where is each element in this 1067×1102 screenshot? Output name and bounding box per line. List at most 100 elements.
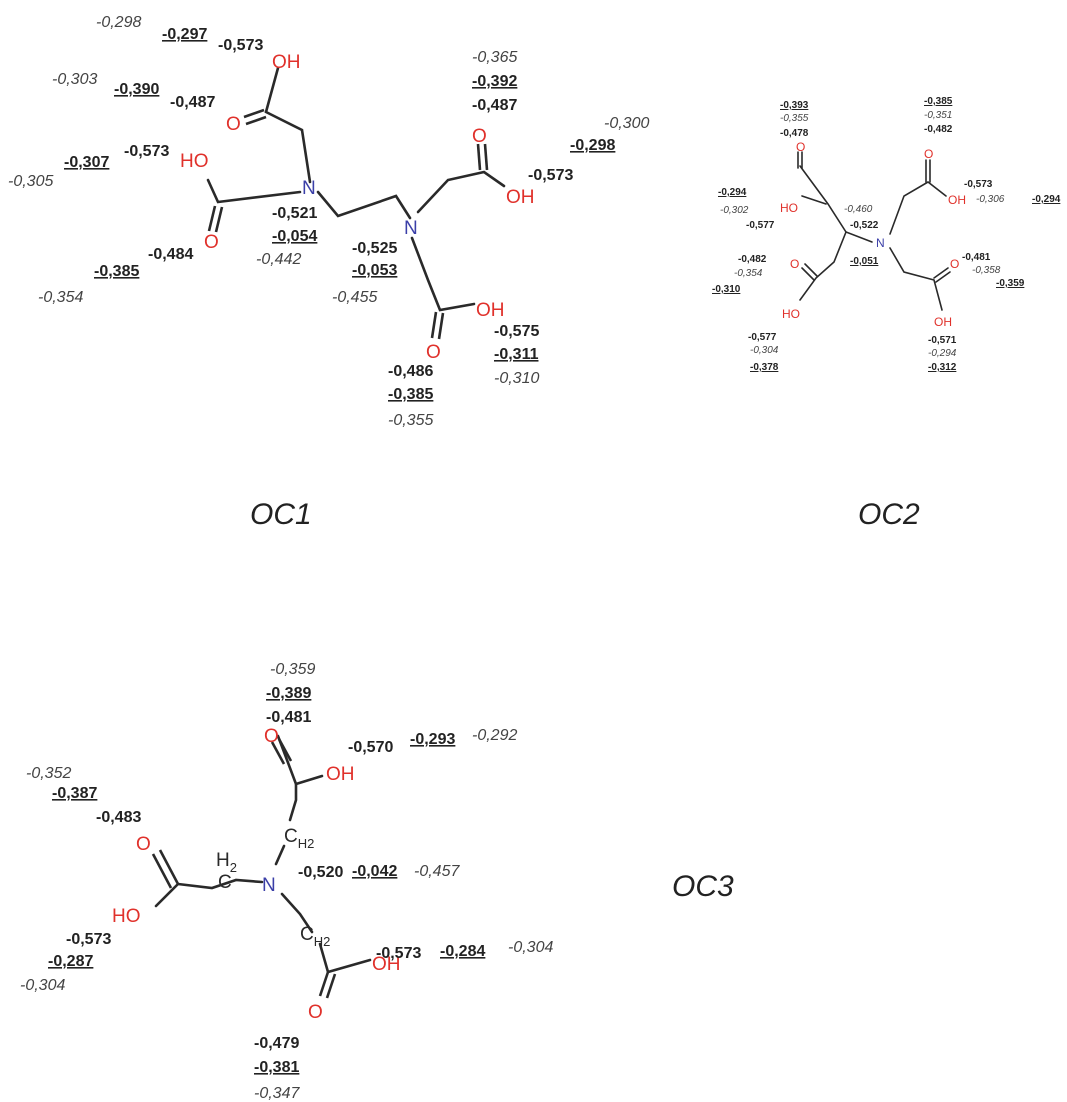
oc2-charge: -0,577 xyxy=(746,220,775,231)
oc1-charge: -0,525 xyxy=(352,240,397,257)
caption-oc3: OC3 xyxy=(672,870,734,903)
oc3-charge: -0,479 xyxy=(254,1035,299,1052)
oc1-charge: -0,573 xyxy=(528,167,573,184)
oc1-charge: -0,305 xyxy=(8,173,53,190)
oc1-oh-bottom: OH xyxy=(476,300,505,321)
oc1-charge: -0,303 xyxy=(52,71,97,88)
oc3-charge: -0,347 xyxy=(254,1085,300,1102)
oc3-ch2-bottom: CH2 xyxy=(300,924,330,949)
oc1-oh-top: OH xyxy=(272,52,301,73)
oc3-charge: -0,483 xyxy=(96,809,141,826)
oc3-charge: -0,387 xyxy=(52,785,97,802)
oc2-charge: -0,358 xyxy=(972,265,1001,276)
oc3-charge: -0,304 xyxy=(508,939,553,956)
oc2-o-top-left: O xyxy=(796,140,805,154)
oc2-charge: -0,478 xyxy=(780,128,809,139)
oc1-charge: -0,365 xyxy=(472,49,517,66)
oc2-oh-bottom-right: OH xyxy=(934,315,952,329)
oc2-charge: -0,310 xyxy=(712,284,741,295)
oc1-charge: -0,385 xyxy=(94,263,139,280)
oc2-charge: -0,482 xyxy=(738,254,767,265)
oc1-charge: -0,390 xyxy=(114,81,159,98)
oc3-c-left: C xyxy=(218,872,232,893)
oc3-charge: -0,481 xyxy=(266,709,311,726)
oc2-charge: -0,351 xyxy=(924,110,952,121)
oc1-o-left: O xyxy=(204,232,219,253)
oc2-o-top-right: O xyxy=(924,147,933,161)
oc2-o-bottom-right: O xyxy=(950,257,959,271)
oc1-charge: -0,311 xyxy=(494,346,539,363)
oc2-charge: -0,571 xyxy=(928,335,957,346)
oc2-charge: -0,354 xyxy=(734,268,763,279)
oc2-charge: -0,481 xyxy=(962,252,991,263)
oc2-charge: -0,355 xyxy=(780,113,809,124)
oc2-charge: -0,302 xyxy=(720,205,749,216)
oc2-oh-right: OH xyxy=(948,193,966,207)
molecule-oc2: O HO N O OH O HO O OH -0,393 -0,355 -0,4… xyxy=(712,96,1061,531)
oc3-charge: -0,389 xyxy=(266,685,311,702)
oc3-h2-left: H2 xyxy=(216,850,237,875)
oc3-charge: -0,573 xyxy=(66,931,111,948)
oc1-charge: -0,298 xyxy=(96,14,141,31)
oc1-charge: -0,487 xyxy=(472,97,517,114)
caption-oc1: OC1 xyxy=(250,498,312,531)
oc3-charge: -0,287 xyxy=(48,953,93,970)
oc2-charge: -0,385 xyxy=(924,96,953,107)
oc1-nitrogen-right: N xyxy=(404,218,418,239)
oc3-o-left: O xyxy=(136,834,151,855)
oc1-oh-right: OH xyxy=(506,187,535,208)
oc1-nitrogen-left: N xyxy=(302,178,316,199)
oc3-charge: -0,381 xyxy=(254,1059,299,1076)
oc2-nitrogen: N xyxy=(876,236,885,250)
oc1-charge: -0,355 xyxy=(388,412,433,429)
oc2-charge: -0,378 xyxy=(750,362,779,373)
oc3-oh-bottom: OH xyxy=(372,954,401,975)
oc1-charge: -0,307 xyxy=(64,154,109,171)
oc2-charge: -0,294 xyxy=(928,348,957,359)
oc3-charge: -0,293 xyxy=(410,731,455,748)
oc2-charge: -0,522 xyxy=(850,220,879,231)
oc3-charge: -0,304 xyxy=(20,977,65,994)
oc1-charge: -0,392 xyxy=(472,73,517,90)
oc1-charge: -0,486 xyxy=(388,363,433,380)
oc1-o-top: O xyxy=(226,114,241,135)
molecule-oc3: O OH CH2 N H2 C O HO CH2 OH O -0,359 -0,… xyxy=(20,661,734,1102)
oc3-nitrogen: N xyxy=(262,875,276,896)
oc1-charge: -0,298 xyxy=(570,137,615,154)
oc2-charge: -0,359 xyxy=(996,278,1025,289)
oc3-charge: -0,520 xyxy=(298,864,343,881)
oc3-charge: -0,570 xyxy=(348,739,393,756)
oc1-charge: -0,310 xyxy=(494,370,539,387)
oc1-charge: -0,455 xyxy=(332,289,377,306)
oc3-charge: -0,457 xyxy=(414,863,460,880)
oc2-oh-bottom-left: HO xyxy=(782,307,800,321)
oc2-charge: -0,306 xyxy=(976,194,1005,205)
oc1-charge: -0,053 xyxy=(352,262,397,279)
oc3-charge: -0,042 xyxy=(352,863,397,880)
oc1-charge: -0,385 xyxy=(388,386,433,403)
oc2-charge: -0,304 xyxy=(750,345,779,356)
caption-oc2: OC2 xyxy=(858,498,920,531)
oc3-ch2-top: CH2 xyxy=(284,826,314,851)
oc3-oh-left: HO xyxy=(112,906,141,927)
oc2-charge: -0,577 xyxy=(748,332,777,343)
oc3-charge: -0,284 xyxy=(440,943,485,960)
oc3-charge: -0,352 xyxy=(26,765,71,782)
oc1-charge: -0,575 xyxy=(494,323,539,340)
oc1-charge: -0,573 xyxy=(124,143,169,160)
oc1-charge: -0,054 xyxy=(272,228,317,245)
oc3-o-top: O xyxy=(264,726,279,747)
oc1-charge: -0,297 xyxy=(162,26,207,43)
oc2-charge: -0,051 xyxy=(850,256,879,267)
oc3-charge: -0,359 xyxy=(270,661,315,678)
oc2-charge: -0,294 xyxy=(1032,194,1061,205)
oc2-charge: -0,482 xyxy=(924,124,953,135)
oc1-charge: -0,573 xyxy=(218,37,263,54)
oc2-charge: -0,573 xyxy=(964,179,993,190)
oc1-oh-left: HO xyxy=(180,151,209,172)
oc1-o-bottom: O xyxy=(426,342,441,363)
oc1-charge: -0,442 xyxy=(256,251,301,268)
oc2-oh-left: HO xyxy=(780,201,798,215)
oc2-o-bottom-left: O xyxy=(790,257,799,271)
